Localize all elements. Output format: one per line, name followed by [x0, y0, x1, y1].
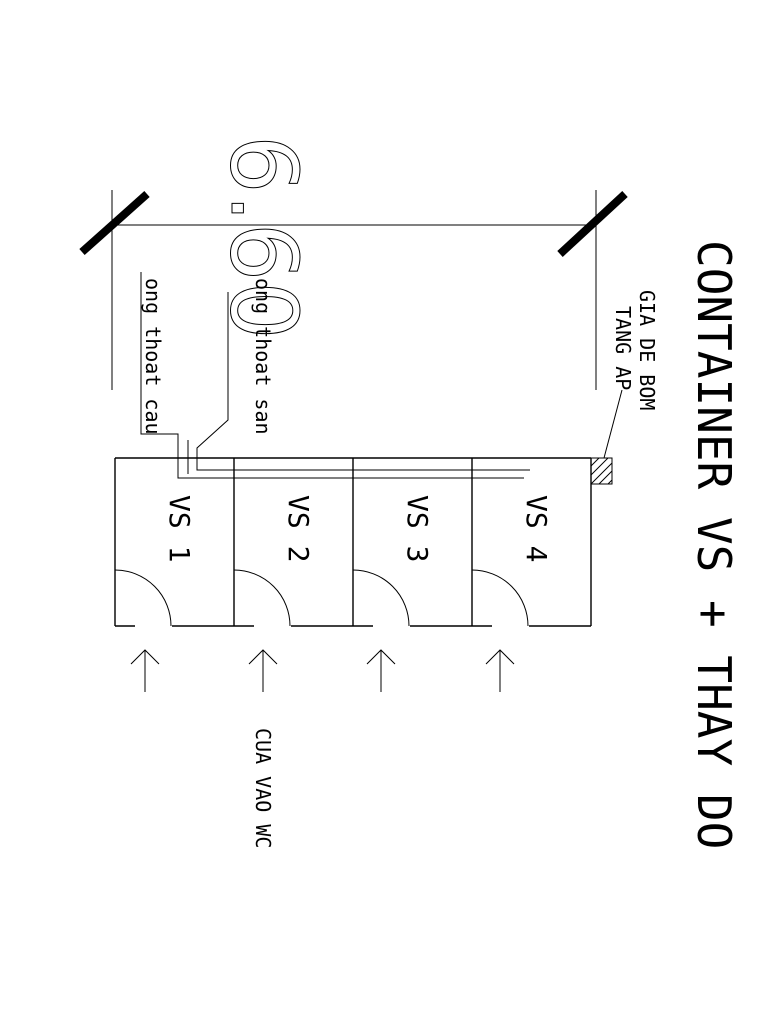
pump-stand-label-line1: GIA DE BOM: [635, 290, 659, 410]
door-swing-vs2: [233, 569, 291, 627]
entrance-arrow-vs1: [130, 649, 160, 692]
room-label-vs2: VS 2: [282, 495, 315, 562]
room-label-vs3: VS 3: [401, 495, 434, 562]
entrance-label: CUA VAO WC: [251, 728, 275, 848]
entrance-arrow-vs4: [485, 649, 515, 692]
dimension-tick-right: [557, 191, 628, 257]
floor-drain-pipe-label: ong thoat san: [251, 278, 275, 435]
toilet-drain-pipe-leader: [140, 272, 524, 479]
entrance-arrow-vs2: [248, 649, 278, 692]
pump-stand-box: [590, 457, 613, 485]
door-swing-vs4: [471, 569, 529, 627]
door-swing-vs3: [352, 569, 410, 627]
entrance-arrow-vs3: [366, 649, 396, 692]
pump-stand-leader: [603, 389, 623, 459]
dimension-tick-left: [79, 191, 150, 255]
room-label-vs1: VS 1: [163, 495, 196, 562]
door-swing-vs1: [114, 569, 172, 627]
room-label-vs4: VS 4: [520, 495, 553, 562]
pump-stand-label-line2: TANG AP: [611, 306, 635, 390]
toilet-drain-pipe-label: ong thoat cau: [141, 278, 165, 435]
drawing-title: CONTAINER VS + THAY DO: [687, 240, 741, 849]
floor-drain-pipe-leader: [196, 292, 530, 471]
